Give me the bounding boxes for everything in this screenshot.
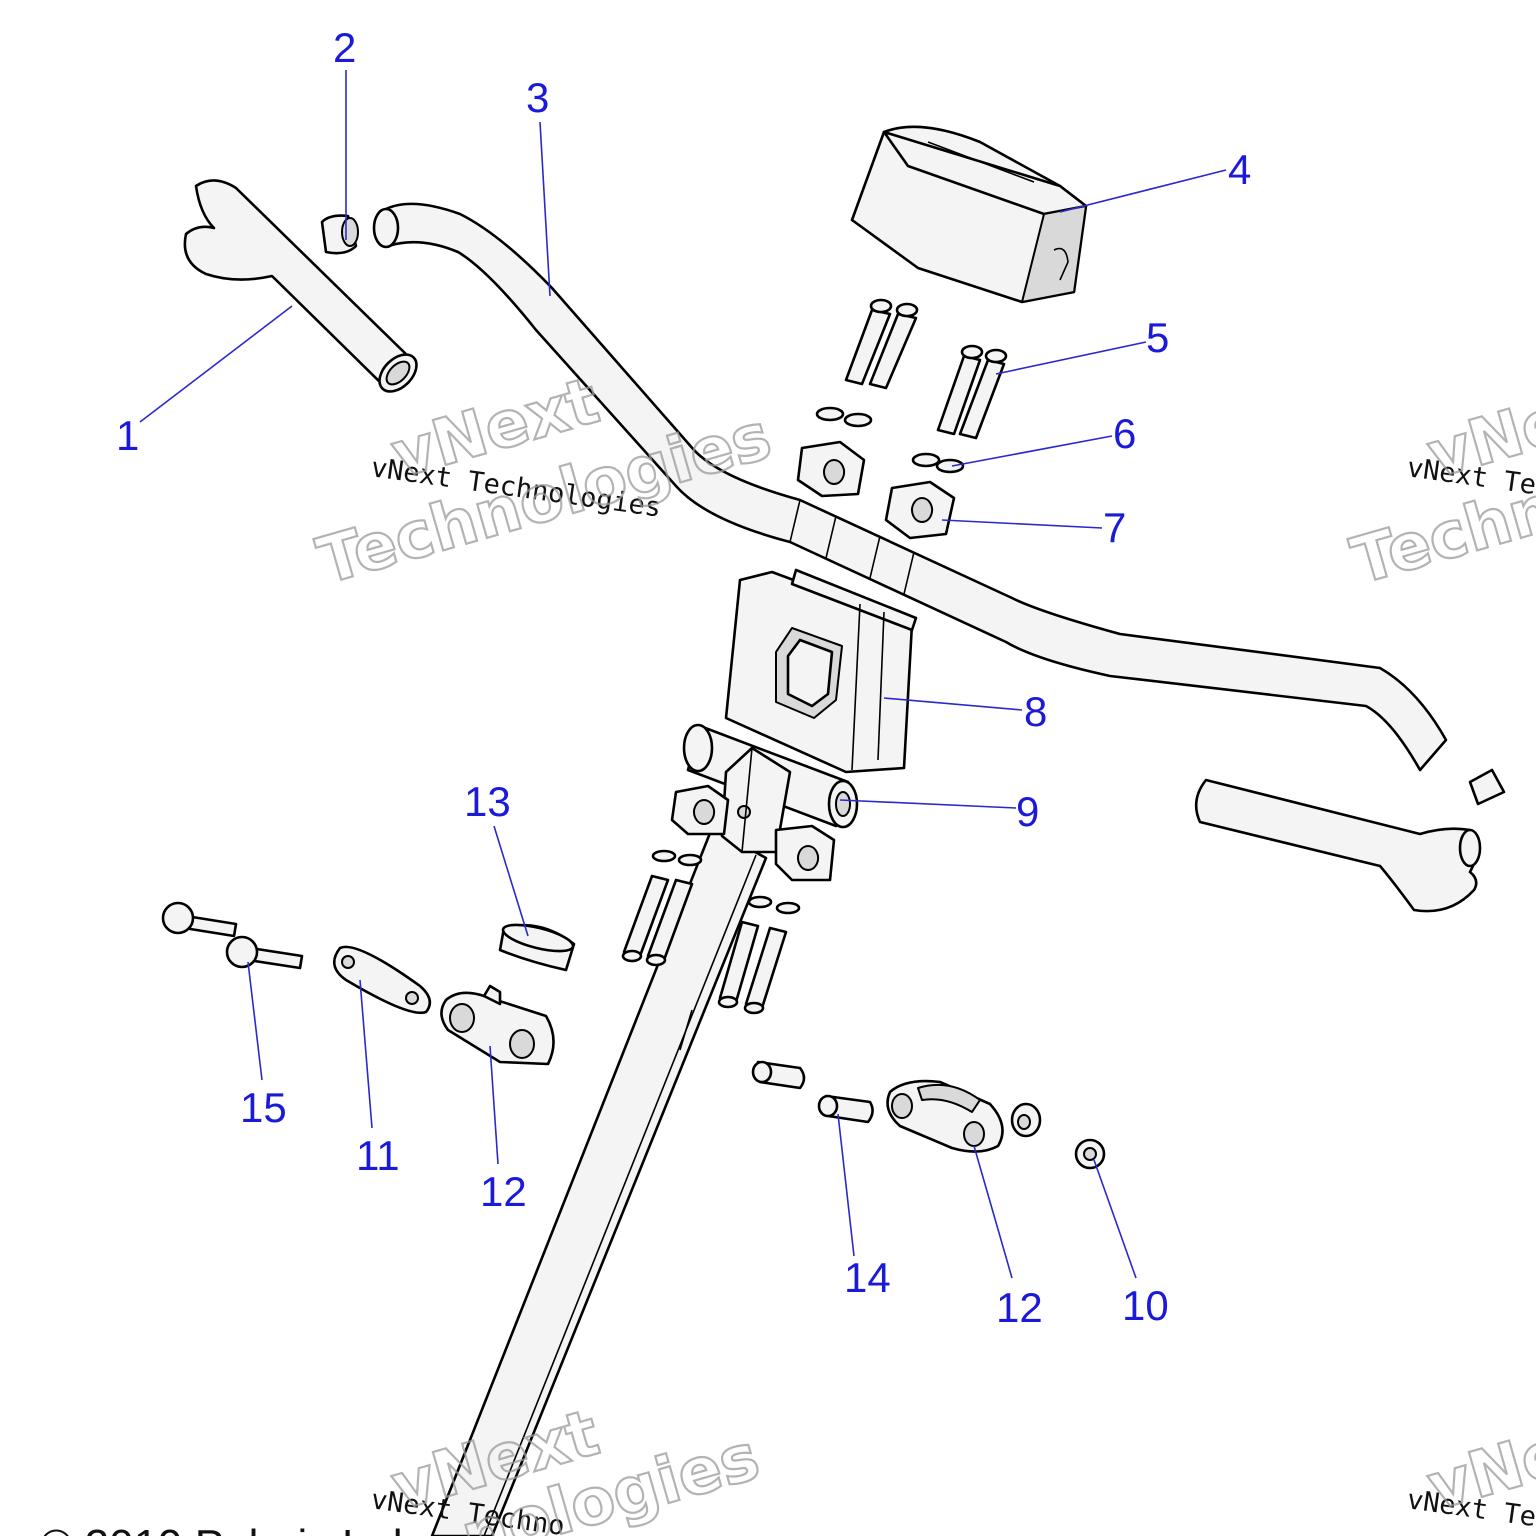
nuts (1010, 1102, 1106, 1170)
callout-labels: 1 2 3 4 5 6 7 8 9 13 15 11 12 14 12 10 (116, 24, 1251, 1331)
callout-4: 4 (1228, 146, 1251, 193)
callout-5: 5 (1146, 314, 1169, 361)
lower-clamp-blocks (670, 784, 836, 882)
callout-12-right: 12 (996, 1284, 1043, 1331)
handlebar (372, 202, 1448, 772)
callout-7: 7 (1103, 504, 1126, 551)
upper-washers (815, 406, 965, 474)
lower-bolts (621, 849, 801, 1015)
display-pod (850, 125, 1088, 304)
copyright-notice: © 2019 Polaris Ind (40, 1521, 403, 1536)
clamp-half-left (440, 984, 555, 1066)
upper-bolts (844, 298, 1008, 440)
spacer-ring (498, 923, 576, 972)
riser-block (724, 568, 918, 774)
callout-8: 8 (1024, 688, 1047, 735)
side-bolts (161, 901, 304, 970)
clamp-cross-tube (682, 723, 859, 854)
left-grip (183, 179, 418, 393)
callout-2: 2 (333, 24, 356, 71)
link-plate (332, 945, 432, 1015)
right-end-plug (1468, 768, 1506, 806)
callout-1: 1 (116, 412, 139, 459)
callout-14: 14 (844, 1254, 891, 1301)
right-grip (1194, 778, 1482, 913)
callout-10: 10 (1122, 1282, 1169, 1329)
watermarks: vNext Technologies vNext Technologies vN… (309, 363, 1536, 1536)
clamp-half-right (886, 1079, 1004, 1153)
callout-15: 15 (240, 1084, 287, 1131)
callout-11: 11 (356, 1132, 400, 1179)
leader-lines (139, 70, 1227, 1279)
left-end-plug (320, 214, 359, 255)
callout-9: 9 (1016, 788, 1039, 835)
bushings (751, 1060, 874, 1124)
callout-13: 13 (464, 778, 511, 825)
callout-3: 3 (526, 74, 549, 121)
callout-6: 6 (1113, 410, 1136, 457)
upper-clamp-blocks (796, 440, 956, 540)
callout-12-left: 12 (480, 1168, 527, 1215)
